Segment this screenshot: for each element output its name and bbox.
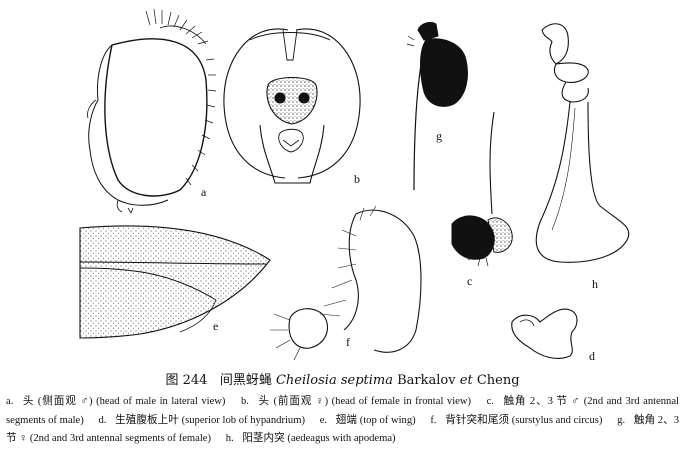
panel-label-h: h (592, 277, 598, 291)
drawing-antenna-male (451, 111, 513, 267)
authority-2: Cheng (476, 373, 520, 388)
species-name-cn: 间黑蚜蝇 (219, 373, 272, 388)
legend-item-a: a. 头 (侧面观 ♂) (head of male in lateral vi… (6, 396, 226, 407)
panel-label-g: g (436, 129, 442, 143)
caption-legend: a. 头 (侧面观 ♂) (head of male in lateral vi… (0, 393, 685, 449)
figure-caption: 图 244 间黑蚜蝇 Cheilosia septima Barkalov et… (0, 372, 685, 449)
figure-plate: a b c d e f g h (79, 8, 630, 363)
drawing-head-frontal (223, 28, 361, 184)
authority-1: Barkalov (397, 373, 456, 388)
figure-number: 图 244 (165, 373, 208, 388)
legend-item-e: e. 翅端 (top of wing) (319, 414, 416, 426)
legend-item-h: h. 阳茎内突 (aedeagus with apodema) (225, 433, 396, 444)
panel-label-a: a (201, 185, 207, 199)
drawing-aedeagus (535, 23, 630, 263)
panel-label-f: f (346, 335, 350, 349)
panel-label-d: d (589, 349, 595, 363)
drawing-antenna-female (406, 21, 468, 191)
panel-label-b: b (354, 172, 360, 186)
legend-item-b: b. 头 (前面观 ♀) (head of female in frontal … (240, 396, 472, 407)
legend-item-f: f. 背针突和尾须 (surstylus and circus) (430, 414, 603, 426)
legend-item-g: g. 触角 2、3 节 ♀ (2nd and 3rd antennal segm… (6, 414, 680, 445)
panel-label-c: c (467, 274, 472, 288)
caption-title: 图 244 间黑蚜蝇 Cheilosia septima Barkalov et… (0, 372, 685, 390)
drawing-hypandrium-lob (511, 308, 578, 359)
legend-item-d: d. 生殖腹板上叶 (superior lob of hypandrium) (98, 414, 305, 426)
drawing-head-lateral (87, 8, 217, 214)
species-name-latin: Cheilosia septima (275, 373, 393, 388)
drawing-wing-tip (79, 225, 271, 339)
authority-et: et (459, 373, 473, 388)
legend-item-c: c. 触角 2、3 节 ♂ (2nd and 3rd antennal segm… (6, 396, 680, 426)
drawing-surstylus-circus (270, 205, 422, 361)
panel-label-e: e (213, 319, 218, 333)
